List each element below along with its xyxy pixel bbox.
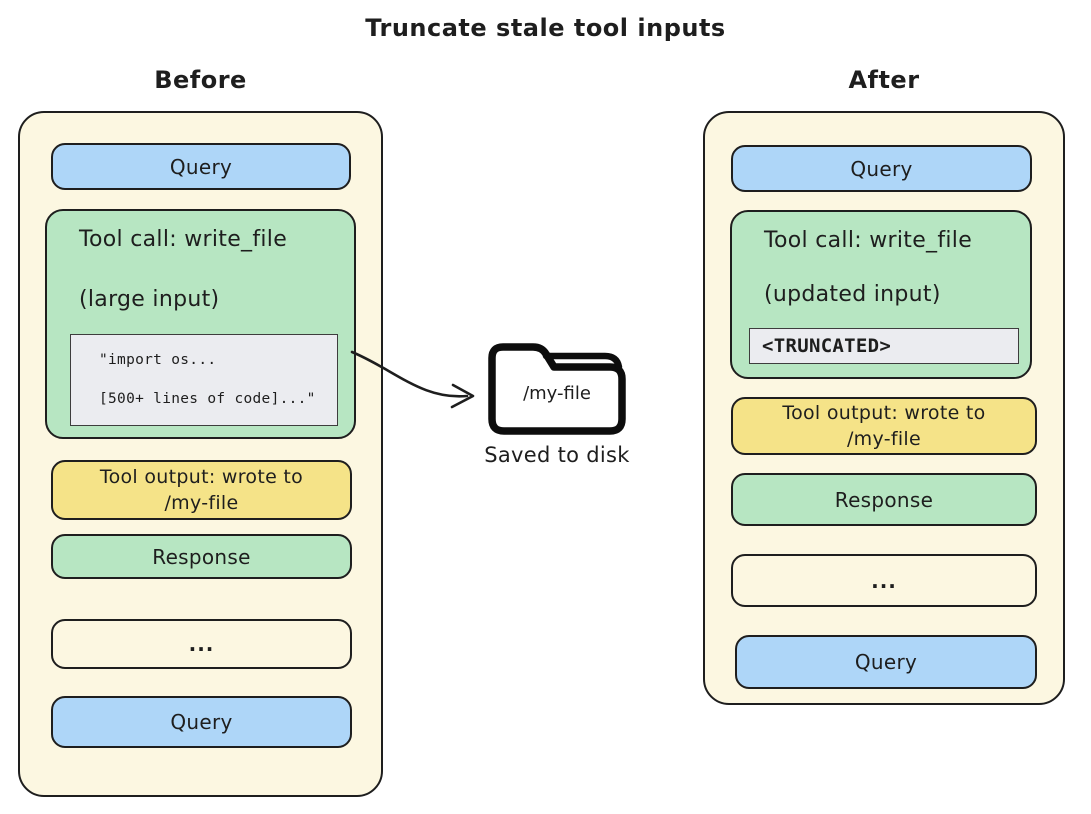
before-code-snippet-box: "import os... [500+ lines of code]..." xyxy=(70,334,338,426)
before-response-label: Response xyxy=(152,544,251,569)
code-line-1: "import os... xyxy=(99,352,217,368)
before-ellipsis-label: ... xyxy=(188,632,215,656)
after-query-top-box: Query xyxy=(731,145,1032,192)
before-tool-output-label: Tool output: wrote to /my-file xyxy=(99,466,304,514)
after-column-label: After xyxy=(848,66,920,94)
before-query-bottom-label: Query xyxy=(170,710,233,734)
before-tool-call-subtitle: (large input) xyxy=(79,287,220,312)
after-response-box: Response xyxy=(731,473,1037,526)
diagram-title: Truncate stale tool inputs xyxy=(365,14,726,42)
after-query-bottom-box: Query xyxy=(735,635,1037,689)
before-column-label: Before xyxy=(154,66,247,94)
before-panel: Query Tool call: write_file (large input… xyxy=(18,111,383,797)
after-panel: Query Tool call: write_file (updated inp… xyxy=(703,111,1065,705)
after-response-label: Response xyxy=(834,487,934,512)
after-query-top-label: Query xyxy=(850,156,913,181)
after-tool-output-label: Tool output: wrote to /my-file xyxy=(782,402,986,450)
before-ellipsis-box: ... xyxy=(51,619,352,669)
after-tool-call-subtitle: (updated input) xyxy=(764,282,941,307)
before-tool-call-title: Tool call: write_file xyxy=(79,227,288,252)
folder-label: /my-file xyxy=(523,383,591,404)
before-tool-output-box: Tool output: wrote to /my-file xyxy=(51,460,352,520)
after-query-bottom-label: Query xyxy=(854,650,918,674)
code-line-2: [500+ lines of code]..." xyxy=(99,391,316,407)
after-ellipsis-label: ... xyxy=(871,568,897,593)
after-truncated-box: <TRUNCATED> xyxy=(749,328,1019,364)
folder-icon xyxy=(480,325,634,445)
before-tool-call-box: Tool call: write_file (large input) "imp… xyxy=(45,209,356,439)
after-tool-call-box: Tool call: write_file (updated input) <T… xyxy=(730,210,1032,379)
before-query-top-box: Query xyxy=(51,143,351,190)
before-response-box: Response xyxy=(51,534,352,579)
arrow-to-disk xyxy=(350,350,475,409)
after-tool-call-title: Tool call: write_file xyxy=(764,228,973,253)
saved-to-disk-caption: Saved to disk xyxy=(484,443,630,467)
after-ellipsis-box: ... xyxy=(731,554,1037,607)
before-query-bottom-box: Query xyxy=(51,696,352,748)
after-tool-output-box: Tool output: wrote to /my-file xyxy=(731,397,1037,455)
truncated-label: <TRUNCATED> xyxy=(762,335,892,357)
before-query-top-label: Query xyxy=(169,154,233,179)
